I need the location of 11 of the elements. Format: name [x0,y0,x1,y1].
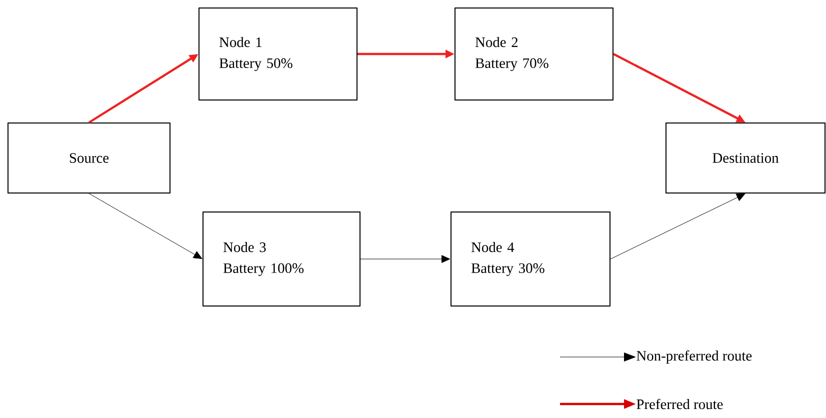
node-box: Node 1 Battery 50% [198,8,358,100]
arrow [610,194,746,260]
endpoint-box: Source [8,122,170,194]
endpoint-box: Destination [666,122,826,194]
node-box: Node 4 Battery 30% [450,212,610,306]
legend-text: Non-preferred route [636,350,752,364]
legend-text: Preferred route [636,398,723,410]
arrow [88,193,202,259]
node-box: Node 2 Battery 70% [454,8,614,100]
arrow [360,255,450,263]
node-box: Node 3 Battery 100% [202,212,360,306]
